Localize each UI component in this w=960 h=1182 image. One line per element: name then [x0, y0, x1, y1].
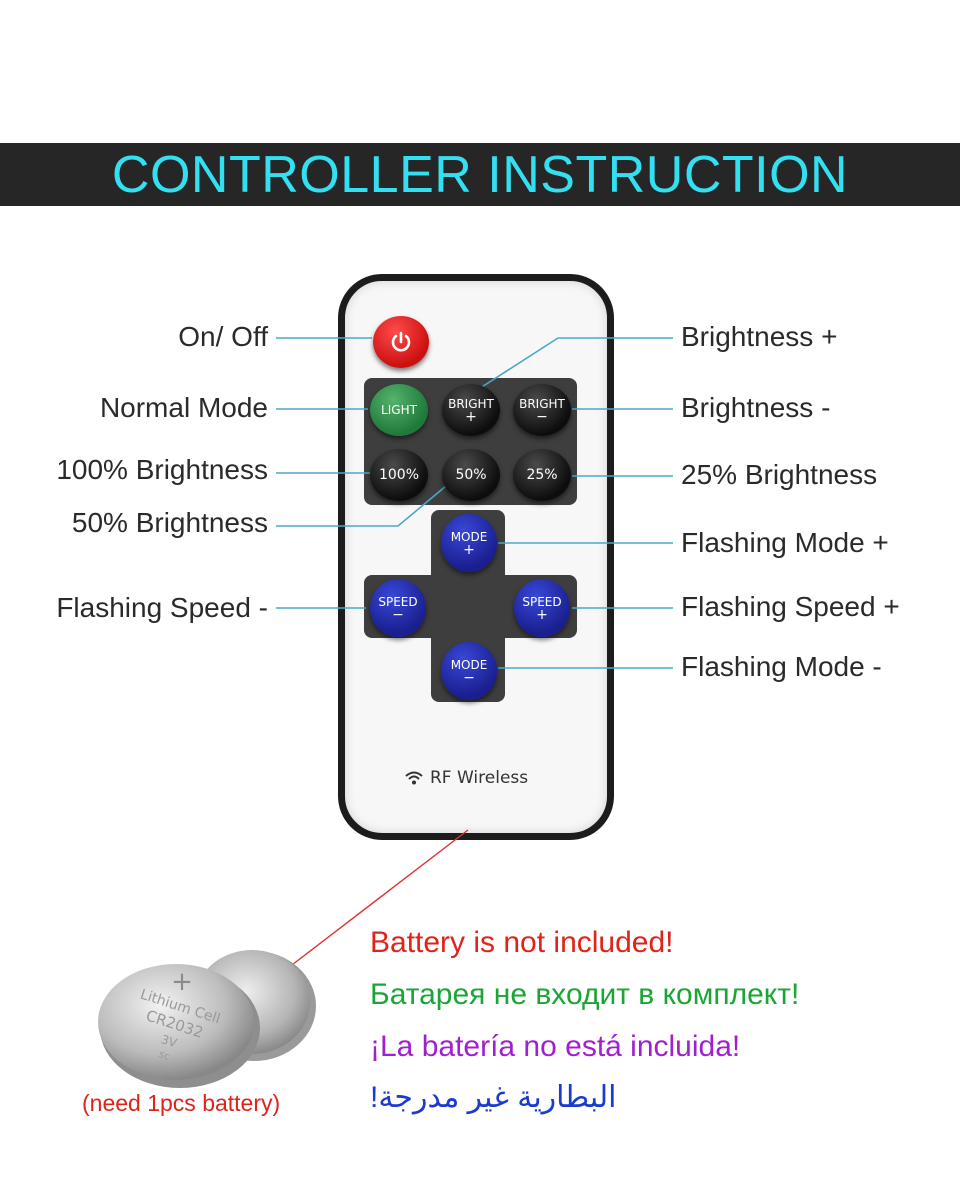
- battery-caption: (need 1pcs battery): [82, 1090, 281, 1116]
- note-english: Battery is not included!: [370, 926, 674, 959]
- bright-minus-sign: −: [536, 408, 548, 425]
- note-russian: Батарея не входит в комплект!: [370, 978, 800, 1011]
- label-on-off: On/ Off: [178, 321, 268, 352]
- coin-text-3: 3V: [159, 1032, 179, 1050]
- brightness-100-label: 100%: [378, 466, 420, 483]
- label-flashing-mode-minus: Flashing Mode -: [681, 651, 882, 682]
- speed-plus-label: SPEED: [522, 594, 562, 609]
- speed-plus-button[interactable]: SPEED +: [514, 579, 570, 637]
- page-title: CONTROLLER INSTRUCTION: [111, 145, 849, 204]
- speed-plus-sign: +: [536, 606, 548, 623]
- brightness-50-label: 50%: [455, 466, 487, 483]
- label-brightness-25: 25% Brightness: [681, 459, 878, 490]
- label-brightness-plus: Brightness +: [681, 321, 838, 352]
- label-brightness-100: 100% Brightness: [56, 454, 268, 485]
- brightness-25-button[interactable]: 25%: [513, 449, 571, 501]
- note-spanish: ¡La batería no está incluida!: [370, 1030, 741, 1063]
- brightness-25-label: 25%: [526, 466, 558, 483]
- label-brightness-50: 50% Brightness: [71, 507, 268, 538]
- power-button[interactable]: [373, 316, 429, 368]
- coin-text-4: sc: [157, 1049, 171, 1063]
- line-bright-plus: [473, 337, 673, 393]
- light-button-label: LIGHT: [381, 402, 417, 417]
- mode-plus-button[interactable]: MODE +: [441, 514, 497, 572]
- label-flashing-speed-plus: Flashing Speed +: [681, 591, 900, 622]
- power-icon: [391, 331, 411, 352]
- mode-minus-label: MODE: [450, 657, 488, 672]
- line-50: [276, 475, 459, 527]
- label-normal-mode: Normal Mode: [99, 392, 268, 423]
- title-banner: CONTROLLER INSTRUCTION: [0, 143, 960, 206]
- brightness-50-button[interactable]: 50%: [442, 449, 500, 501]
- line-battery: [287, 829, 469, 969]
- mode-minus-sign: −: [463, 669, 475, 686]
- speed-minus-button[interactable]: SPEED −: [370, 579, 426, 637]
- bright-plus-label: BRIGHT: [448, 396, 494, 411]
- label-flashing-mode-plus: Flashing Mode +: [681, 527, 889, 558]
- speed-minus-sign: −: [392, 606, 404, 623]
- note-arabic: البطارية غير مدرجة!: [370, 1081, 617, 1114]
- coin-plus-sign: +: [171, 967, 193, 997]
- mode-minus-button[interactable]: MODE −: [441, 642, 497, 700]
- remote-body: [338, 274, 614, 840]
- battery-coins: + Lithium Cell CR2032 3V sc: [98, 950, 316, 1088]
- bright-minus-button[interactable]: BRIGHT −: [513, 384, 571, 436]
- mode-plus-label: MODE: [450, 529, 488, 544]
- brightness-100-button[interactable]: 100%: [370, 449, 428, 501]
- bright-minus-label: BRIGHT: [519, 396, 565, 411]
- bright-plus-button[interactable]: BRIGHT +: [442, 384, 500, 436]
- wifi-icon: [405, 771, 423, 785]
- rf-wireless-label: RF Wireless: [430, 768, 529, 788]
- front-coin: [98, 964, 254, 1080]
- rf-wireless-mark: RF Wireless: [404, 768, 528, 788]
- light-button[interactable]: LIGHT: [370, 384, 428, 436]
- speed-minus-label: SPEED: [378, 594, 418, 609]
- mode-plus-sign: +: [463, 541, 475, 558]
- label-brightness-minus: Brightness -: [681, 392, 831, 423]
- label-flashing-speed-minus: Flashing Speed -: [56, 592, 268, 623]
- bright-plus-sign: +: [465, 408, 477, 425]
